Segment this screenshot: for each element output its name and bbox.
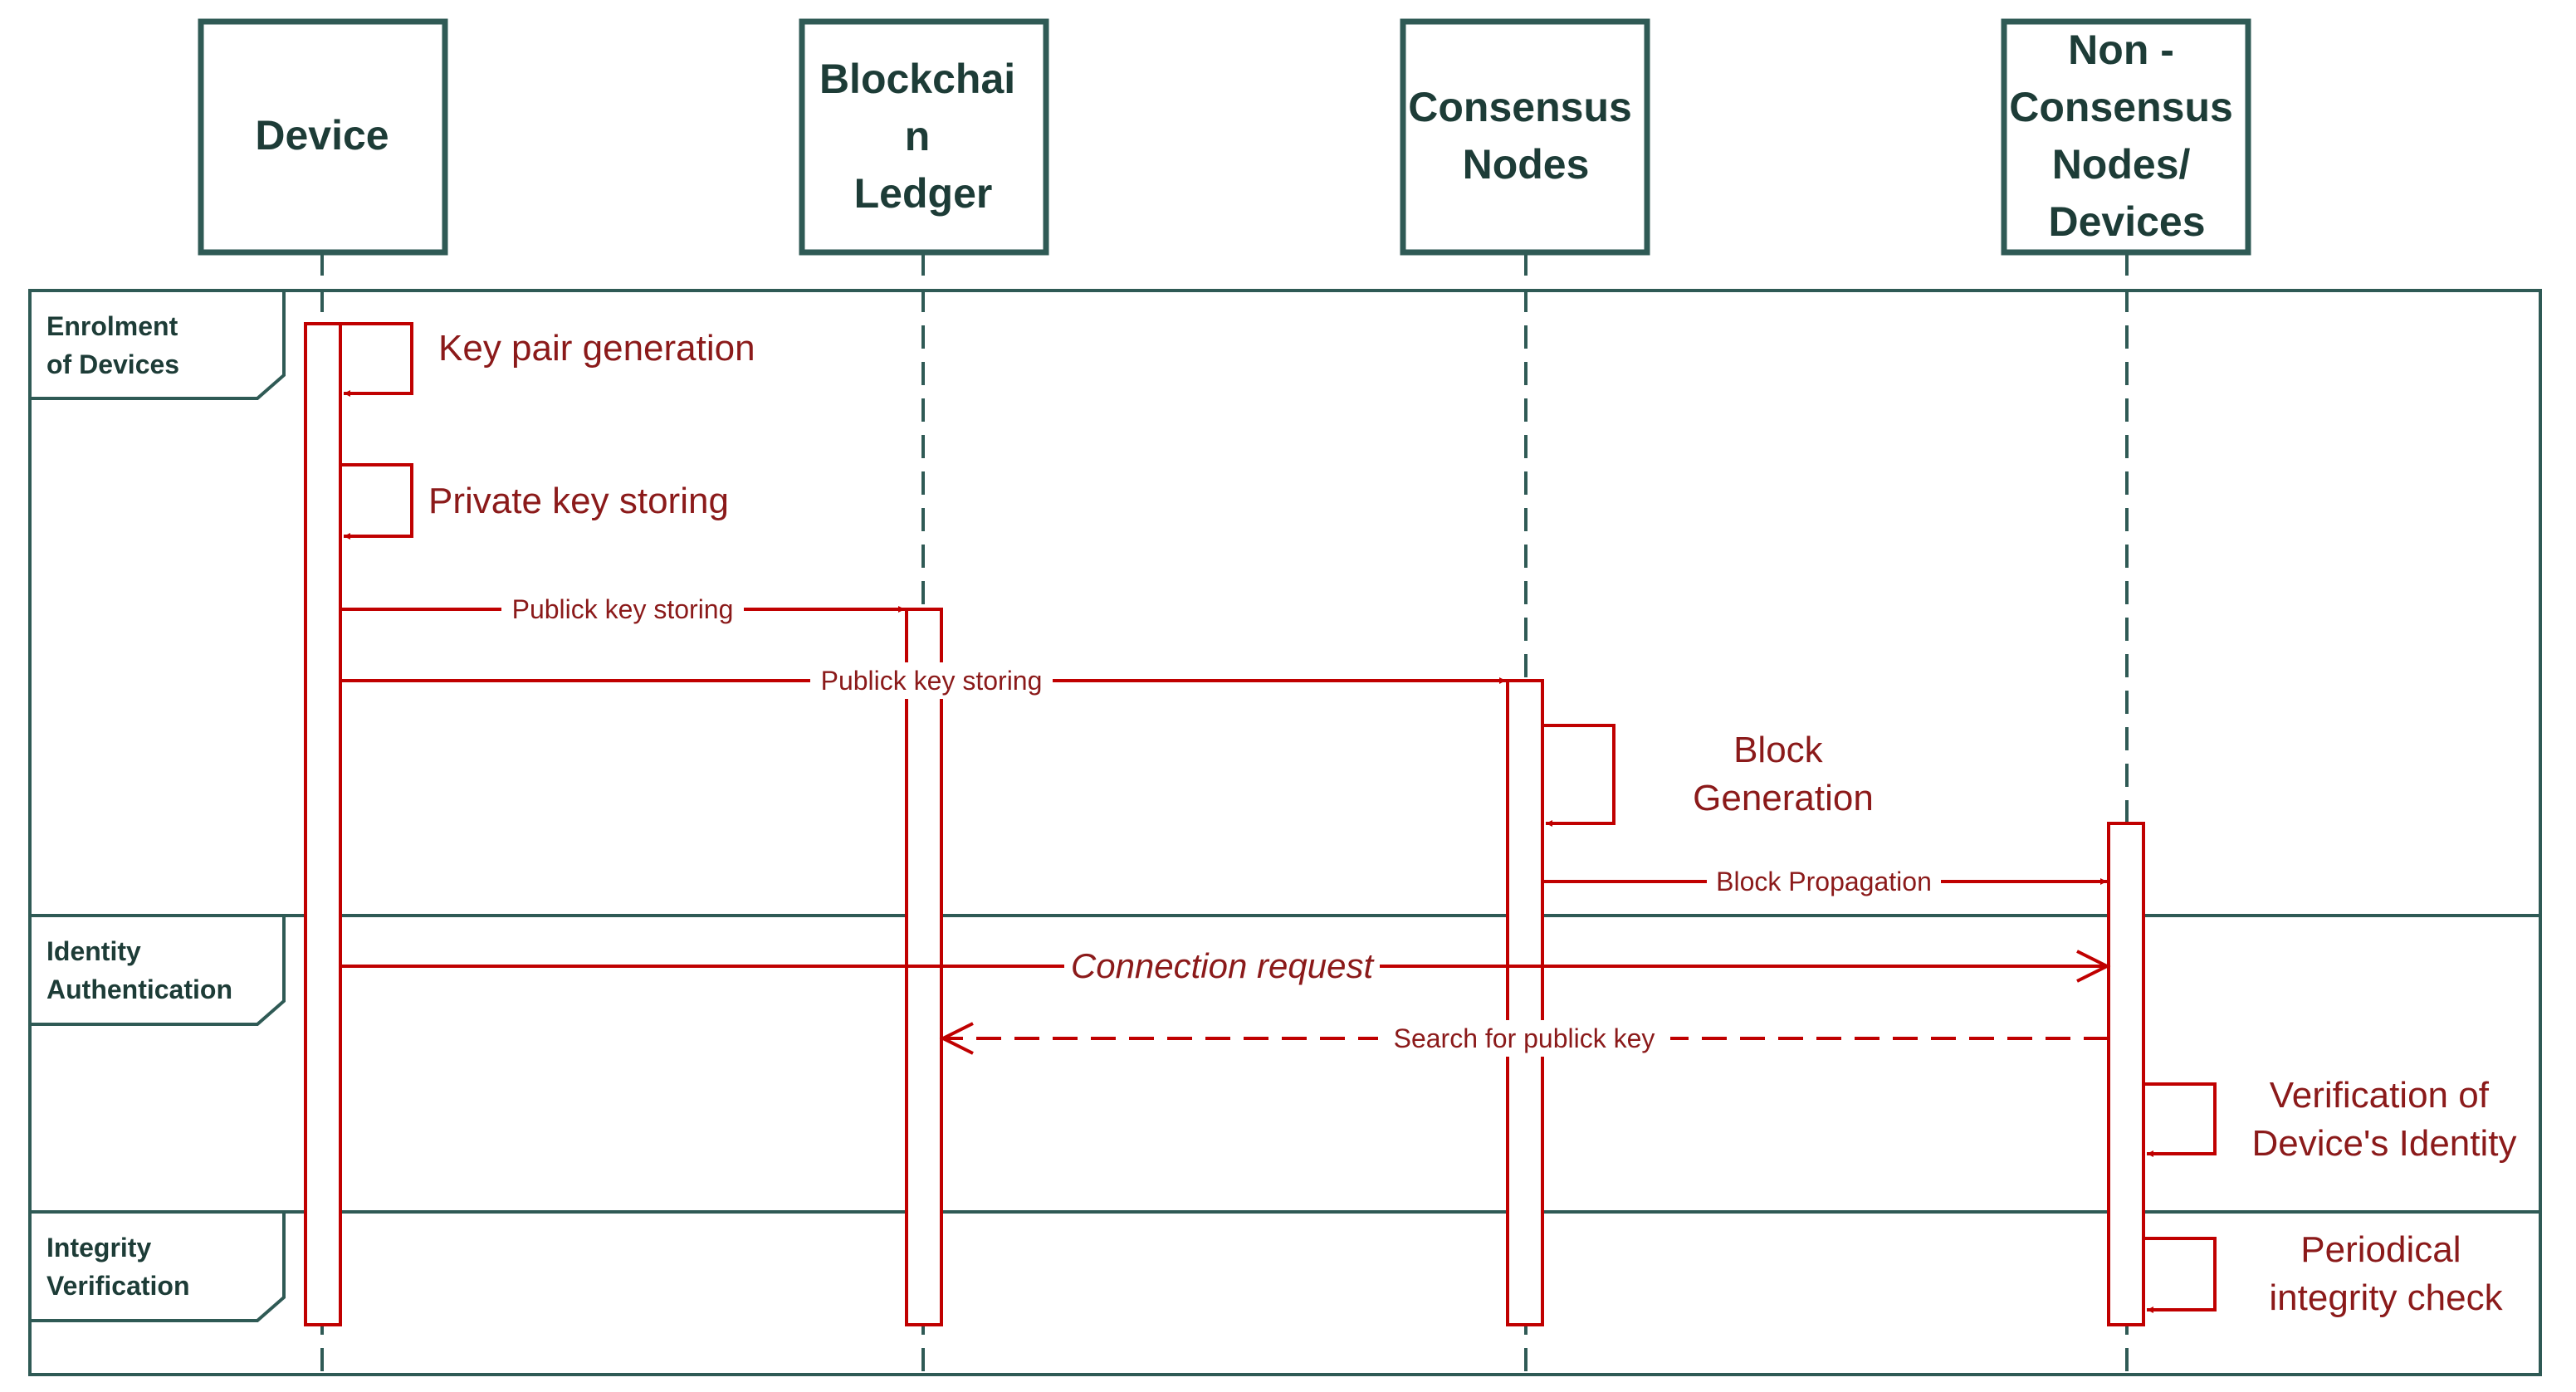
lifeline-title-line: Nodes/ xyxy=(2052,141,2191,188)
lifeline-box-blockchain-ledger xyxy=(799,18,1049,256)
lifeline-title-line: Consensus xyxy=(1408,84,1632,130)
fragment-label-line: Identity xyxy=(46,936,141,966)
open-arrowhead xyxy=(939,1022,974,1055)
lifeline-title-device: Device xyxy=(255,112,389,159)
lifeline-box-non-consensus-nodes xyxy=(2001,18,2251,256)
open-arrowhead xyxy=(2076,950,2111,983)
self-message-label-periodical-integrity-check: Periodical integrity check xyxy=(2269,1229,2503,1318)
lifeline-title-consensus-nodes: Consensus Nodes xyxy=(1408,84,1643,188)
lifeline-title-line: Nodes xyxy=(1463,141,1590,188)
self-message-line: Generation xyxy=(1693,778,1874,818)
lifeline-title-line: Consensus xyxy=(2009,84,2233,130)
self-message-line: Periodical xyxy=(2300,1229,2461,1270)
self-message-label-private-key-storing: Private key storing xyxy=(428,481,729,521)
self-message-line: Device's Identity xyxy=(2252,1123,2517,1164)
fragment-label-line: of Devices xyxy=(46,349,179,379)
lifeline-title-non-consensus-nodes: Non - Consensus Nodes/ Devices xyxy=(2009,27,2244,245)
lifeline-title-line: Device xyxy=(255,112,389,159)
fragment-tab xyxy=(30,1210,286,1322)
message-label-bg xyxy=(1378,1020,1670,1057)
self-message-line: Private key storing xyxy=(428,481,729,521)
fragment-label-identity-authentication: Identity Authentication xyxy=(46,936,232,1004)
fragment-tab xyxy=(30,289,286,400)
fragment-label-line: Authentication xyxy=(46,974,232,1004)
message-label-bg xyxy=(810,662,1053,699)
fragment-label-line: Verification xyxy=(46,1271,190,1301)
lifeline-title-line: Blockchai xyxy=(819,56,1015,102)
message-label-bg xyxy=(1707,863,1941,900)
lifeline-title-blockchain-ledger: Blockchai n Ledger xyxy=(819,56,1027,217)
message-label-publick-key-storing-ledger: Publick key storing xyxy=(512,594,734,624)
fragment-label-enrolment: Enrolment of Devices xyxy=(46,311,185,379)
lifeline-title-line: Devices xyxy=(2048,198,2205,245)
message-label-bg xyxy=(501,591,744,628)
fragment-tab xyxy=(30,914,286,1026)
self-message-line: Block xyxy=(1733,730,1824,770)
self-message-label-block-generation: Block Generation xyxy=(1693,730,1874,818)
self-message-line: integrity check xyxy=(2269,1277,2503,1318)
lifeline-box-consensus-nodes xyxy=(1400,18,1650,256)
self-message-arrow xyxy=(340,322,413,397)
activation-bar-device xyxy=(304,322,342,1326)
lifeline-title-line: Ledger xyxy=(854,170,993,217)
self-message-label-key-pair-generation: Key pair generation xyxy=(438,328,755,369)
fragment-label-line: Integrity xyxy=(46,1233,151,1263)
self-message-arrow xyxy=(2143,1082,2217,1157)
lifeline-box-device xyxy=(198,18,448,256)
outer-frame xyxy=(28,289,2542,1376)
message-label-connection-request: Connection request xyxy=(1071,946,1376,985)
activation-bar-consensus-nodes xyxy=(1506,679,1544,1326)
message-label-publick-key-storing-consensus: Publick key storing xyxy=(821,666,1043,696)
message-label-block-propagation: Block Propagation xyxy=(1716,867,1932,896)
self-message-line: Key pair generation xyxy=(438,328,755,369)
message-label-bg xyxy=(1064,945,1380,988)
lifeline-title-line: Non - xyxy=(2068,27,2174,73)
self-message-arrow xyxy=(1542,724,1615,827)
fragment-label-integrity-verification: Integrity Verification xyxy=(46,1233,190,1301)
self-message-arrow xyxy=(340,463,413,540)
self-message-line: Verification of xyxy=(2270,1075,2490,1116)
activation-bar-non-consensus-nodes xyxy=(2107,822,2145,1326)
self-message-arrow xyxy=(2143,1237,2217,1313)
fragment-label-line: Enrolment xyxy=(46,311,178,341)
lifeline-title-line: n xyxy=(905,113,931,159)
self-message-label-verification-of-identity: Verification of Device's Identity xyxy=(2252,1075,2517,1164)
message-label-search-for-publick-key: Search for publick key xyxy=(1394,1023,1655,1053)
